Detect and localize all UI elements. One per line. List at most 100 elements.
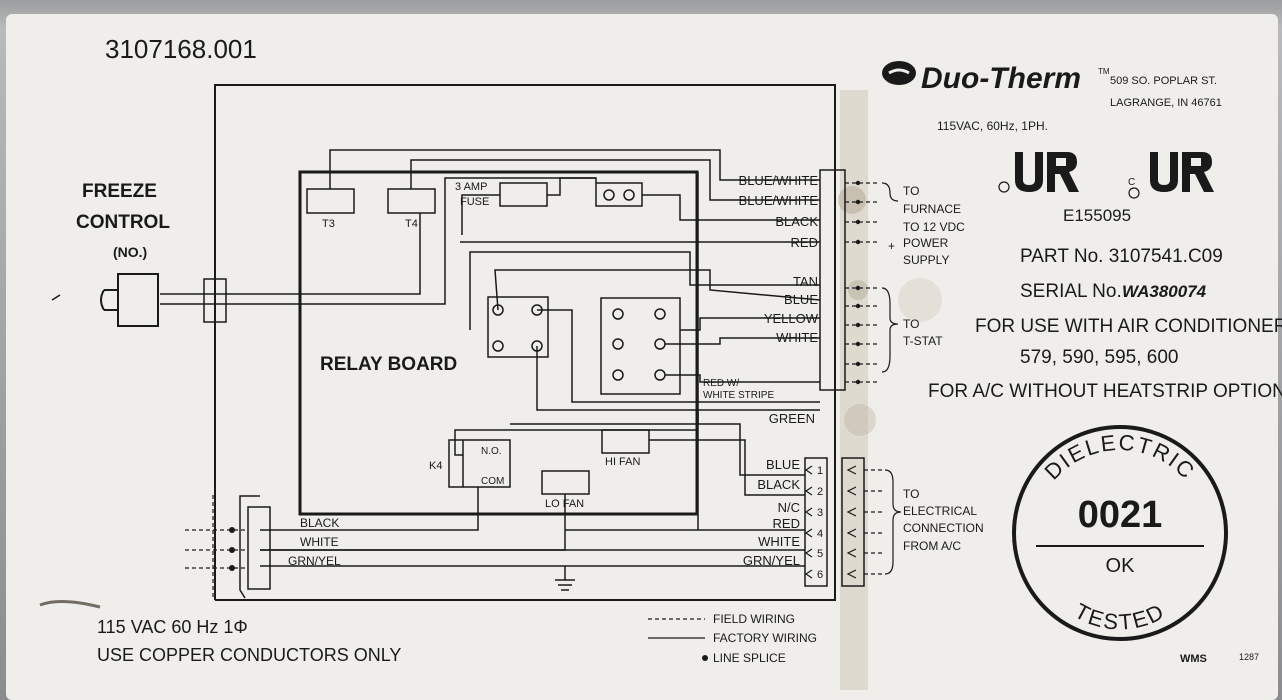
supply-field-wires <box>185 495 248 600</box>
wire-label: GRN/YEL <box>288 554 341 568</box>
k4-relay <box>448 439 511 488</box>
wire-label: RED <box>773 516 800 531</box>
hi-fan-label: HI FAN <box>605 456 641 468</box>
wire-label: TAN <box>793 274 818 289</box>
fuse-label: FUSE <box>460 196 489 208</box>
note: POWER <box>903 236 949 250</box>
note: TO <box>903 184 919 198</box>
svg-text:C: C <box>1128 177 1135 188</box>
destination-notes: TO FURNACE TO 12 VDC + POWER SUPPLY TO T… <box>888 184 984 553</box>
model-number: 3107168.001 <box>105 34 257 64</box>
lower-wire-labels: BLUE BLACK N/C RED WHITE GRN/YEL <box>743 457 800 568</box>
fuse-box <box>499 182 548 207</box>
c-ur-mark-icon: C <box>1128 152 1214 199</box>
address-line2: LAGRANGE, IN 46761 <box>1110 97 1222 109</box>
upper-terminal-dots <box>855 180 861 385</box>
tstat-brace <box>881 287 899 373</box>
wire-label: BLACK <box>300 516 339 530</box>
code-1287: 1287 <box>1239 652 1259 662</box>
sensor-leads <box>100 289 118 311</box>
wms-mark: WMS <box>1180 653 1207 665</box>
terminal-number: 6 <box>817 569 823 581</box>
lower-terminal-strip <box>804 457 828 587</box>
enclosure-outline <box>214 84 836 601</box>
cert-file: E155095 <box>1063 206 1131 225</box>
wire-label: BLACK <box>775 214 818 229</box>
terminal-numbers: 1 2 3 4 5 6 <box>817 465 823 581</box>
stamp-bottom: TESTED <box>1071 598 1170 635</box>
freeze-control-line3: (NO.) <box>113 244 147 260</box>
upper-terminal-block <box>819 169 846 391</box>
legend-field: FIELD WIRING <box>713 612 795 626</box>
note: + <box>888 239 895 253</box>
lo-fan-terminal <box>541 470 590 495</box>
elec-brace <box>884 469 902 575</box>
supply-splice-block <box>247 506 271 590</box>
terminal-number: 3 <box>817 507 823 519</box>
terminal-number: 4 <box>817 528 823 540</box>
fuse-rating: 3 AMP <box>455 181 487 193</box>
model-list: 579, 590, 595, 600 <box>1020 347 1178 368</box>
heatstrip-note: FOR A/C WITHOUT HEATSTRIP OPTION <box>928 381 1282 402</box>
dielectric-stamp: DIELECTRIC 0021 OK TESTED <box>1012 425 1228 641</box>
terminal-number: 1 <box>817 465 823 477</box>
note: SUPPLY <box>903 253 949 267</box>
stamp-number: 0021 <box>1078 494 1163 536</box>
copper-note: USE COPPER CONDUCTORS ONLY <box>97 645 401 665</box>
terminal-arrows <box>804 465 857 579</box>
wire-label: WHITE <box>776 330 818 345</box>
address-line1: 509 SO. POPLAR ST. <box>1110 75 1217 87</box>
ground-symbol <box>555 566 575 591</box>
wire-label: GRN/YEL <box>743 553 800 568</box>
relay-board-title: RELAY BOARD <box>320 354 457 375</box>
wire-label: WHITE <box>300 535 339 549</box>
wire-label: WHITE STRIPE <box>703 390 774 401</box>
lower-field-wires <box>864 469 885 575</box>
connector-block-top <box>595 182 643 207</box>
upper-wire-labels: BLUE/WHITE BLUE/WHITE BLACK RED TAN BLUE… <box>703 173 819 426</box>
t4-label: T4 <box>405 218 418 230</box>
stamp-top: DIELECTRIC <box>1039 430 1200 485</box>
note: TO 12 VDC <box>903 220 965 234</box>
wire-label: N/C <box>778 500 800 515</box>
terminal-number: 5 <box>817 548 823 560</box>
note: TO <box>903 487 919 501</box>
wire-label: YELLOW <box>764 311 819 326</box>
note: ELECTRICAL <box>903 504 977 518</box>
freeze-control-line2: CONTROL <box>76 212 170 233</box>
freeze-control-sensor <box>117 273 159 327</box>
wire-label: RED W/ <box>703 378 739 389</box>
note: CONNECTION <box>903 521 984 535</box>
note: FURNACE <box>903 202 961 216</box>
label-sticker <box>6 14 1278 700</box>
legend-factory: FACTORY WIRING <box>713 631 817 645</box>
wire-label: WHITE <box>758 534 800 549</box>
wire-label: BLUE/WHITE <box>739 193 819 208</box>
serial-value: WA380074 <box>1122 282 1207 301</box>
terminal-number: 2 <box>817 486 823 498</box>
scuff-mark <box>39 600 101 609</box>
k4-label: K4 <box>429 460 442 472</box>
relay-board-outline <box>298 170 699 516</box>
rating: 115VAC, 60Hz, 1PH. <box>937 119 1048 133</box>
furnace-brace <box>881 182 899 202</box>
relay-socket-left <box>487 296 549 358</box>
serial-label: SERIAL No. <box>1020 281 1122 302</box>
wire-label: RED <box>791 235 818 250</box>
t3-terminal <box>306 188 355 214</box>
note: FROM A/C <box>903 539 961 553</box>
wire-label: BLUE/WHITE <box>739 173 819 188</box>
brand-name: Duo-Therm <box>921 62 1081 95</box>
splice-dots <box>229 527 235 571</box>
wire-label: GREEN <box>769 411 815 426</box>
brand-tm: TM <box>1098 67 1110 76</box>
t3-label: T3 <box>322 218 335 230</box>
supply-rating: 115 VAC 60 Hz 1Φ <box>97 617 248 637</box>
factory-wires <box>160 149 821 599</box>
wire-label: BLUE <box>766 457 800 472</box>
use-with: FOR USE WITH AIR CONDITIONER: <box>975 316 1282 337</box>
note: T-STAT <box>903 334 943 348</box>
ac-terminal-strip <box>841 457 865 587</box>
